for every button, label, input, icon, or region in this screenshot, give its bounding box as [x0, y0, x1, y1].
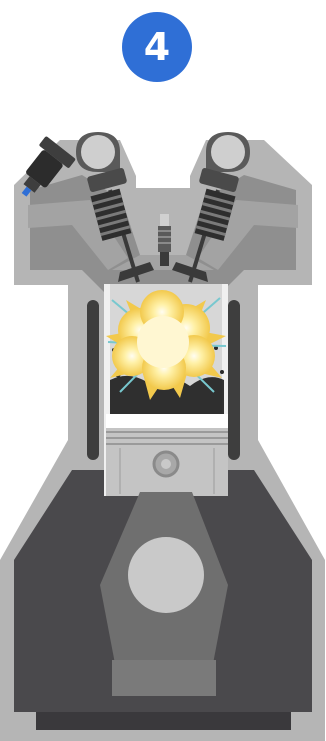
piston-crown: [106, 414, 228, 430]
camshaft-right: [206, 132, 250, 172]
rod-cap: [112, 660, 216, 696]
crankcase-foot-right: [180, 730, 290, 741]
cylinder-wall-left: [87, 300, 99, 460]
camshaft-left: [76, 132, 120, 172]
crankcase-foot-left: [36, 730, 146, 741]
crankcase-base: [36, 712, 291, 730]
crankshaft: [128, 537, 204, 613]
piston-pin-center: [161, 459, 171, 469]
cylinder-wall-right: [228, 300, 240, 460]
